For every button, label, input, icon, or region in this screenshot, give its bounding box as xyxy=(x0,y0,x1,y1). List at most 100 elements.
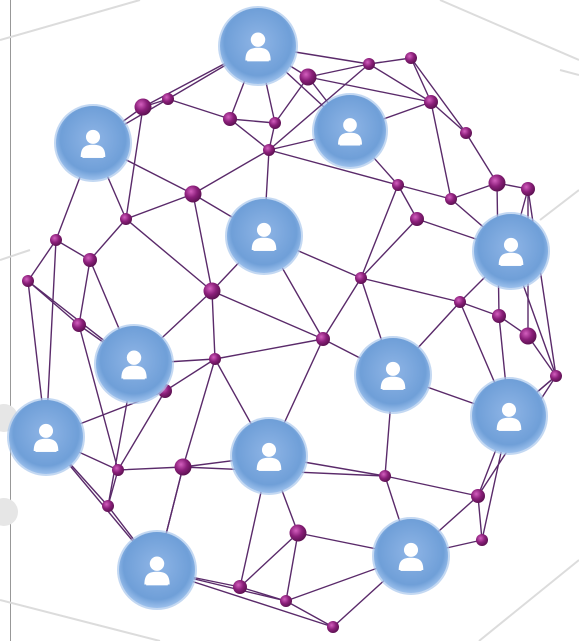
backdrop-line xyxy=(478,559,579,641)
junction-node xyxy=(454,296,466,308)
network-edge xyxy=(360,218,418,279)
network-edge xyxy=(239,586,287,602)
junction-node xyxy=(355,272,367,284)
person-node xyxy=(230,417,308,495)
network-edge xyxy=(410,57,467,134)
network-edge xyxy=(125,193,194,220)
junction-node xyxy=(316,332,330,346)
network-edge xyxy=(477,495,483,541)
network-edge xyxy=(182,358,216,468)
network-edge xyxy=(465,132,498,184)
junction-node xyxy=(327,621,339,633)
network-edge xyxy=(192,149,270,195)
junction-node xyxy=(476,534,488,546)
backdrop-line xyxy=(0,249,31,261)
junction-node xyxy=(112,464,124,476)
network-edge xyxy=(368,63,432,103)
person-node xyxy=(312,93,388,169)
junction-layer xyxy=(22,52,562,633)
network-edge xyxy=(211,290,324,340)
backdrop-line xyxy=(539,189,579,221)
frame-left-edge xyxy=(10,0,11,641)
network-edge xyxy=(78,324,119,471)
junction-node xyxy=(269,117,281,129)
backdrop-line xyxy=(0,599,161,641)
person-node xyxy=(7,398,85,476)
junction-node xyxy=(460,127,472,139)
network-edge xyxy=(229,118,270,151)
junction-node xyxy=(289,524,307,542)
junction-node xyxy=(209,353,221,365)
junction-node xyxy=(280,595,292,607)
person-node xyxy=(218,6,298,86)
person-node xyxy=(94,324,174,404)
junction-node xyxy=(519,327,537,345)
network-edge xyxy=(307,76,432,103)
network-edge xyxy=(117,466,184,471)
network-edge xyxy=(384,475,479,497)
backdrop-line xyxy=(0,0,141,41)
person-node xyxy=(470,377,548,455)
network-edge xyxy=(285,532,299,602)
junction-node xyxy=(363,58,375,70)
junction-node xyxy=(299,68,317,86)
network-edge xyxy=(78,259,91,326)
network-edge xyxy=(239,532,299,588)
network-edge xyxy=(360,277,461,303)
person-node xyxy=(54,104,132,182)
person-node xyxy=(472,212,550,290)
person-layer xyxy=(7,6,550,610)
network-edge xyxy=(322,277,362,340)
junction-node xyxy=(72,318,86,332)
network-edge xyxy=(117,390,166,471)
network-edge xyxy=(307,63,370,78)
junction-node xyxy=(550,370,562,382)
junction-node xyxy=(120,213,132,225)
junction-node xyxy=(134,98,152,116)
junction-node xyxy=(492,309,506,323)
network-edge xyxy=(397,184,452,200)
network-edge xyxy=(368,57,412,65)
network-edge xyxy=(192,193,213,292)
junction-node xyxy=(445,193,457,205)
network-edge xyxy=(285,600,334,628)
junction-node xyxy=(22,275,34,287)
person-node xyxy=(354,336,432,414)
network-edge xyxy=(164,358,216,392)
junction-node xyxy=(102,500,114,512)
junction-node xyxy=(233,580,247,594)
network-edge xyxy=(268,149,399,186)
network-edge xyxy=(410,57,432,103)
person-node xyxy=(225,197,303,275)
person-node xyxy=(372,517,450,595)
network-edge xyxy=(274,76,309,124)
junction-node xyxy=(521,182,535,196)
junction-node xyxy=(488,174,506,192)
backdrop-line xyxy=(559,69,579,76)
junction-node xyxy=(471,489,485,503)
network-edge xyxy=(125,106,144,220)
network-edge xyxy=(268,63,370,151)
junction-node xyxy=(392,179,404,191)
network-edge xyxy=(89,218,127,261)
junction-node xyxy=(184,185,202,203)
junction-node xyxy=(405,52,417,64)
junction-node xyxy=(174,458,192,476)
network-edge xyxy=(360,184,399,279)
junction-node xyxy=(162,93,174,105)
network-edge xyxy=(211,290,216,360)
network-edge xyxy=(27,239,57,282)
junction-node xyxy=(83,253,97,267)
junction-node xyxy=(50,234,62,246)
junction-node xyxy=(223,112,237,126)
backdrop-blob xyxy=(0,498,18,526)
junction-node xyxy=(263,144,275,156)
network-edge xyxy=(214,338,324,360)
junction-node xyxy=(379,470,391,482)
network-edge xyxy=(125,218,213,292)
network-edge xyxy=(229,118,276,124)
junction-node xyxy=(424,95,438,109)
